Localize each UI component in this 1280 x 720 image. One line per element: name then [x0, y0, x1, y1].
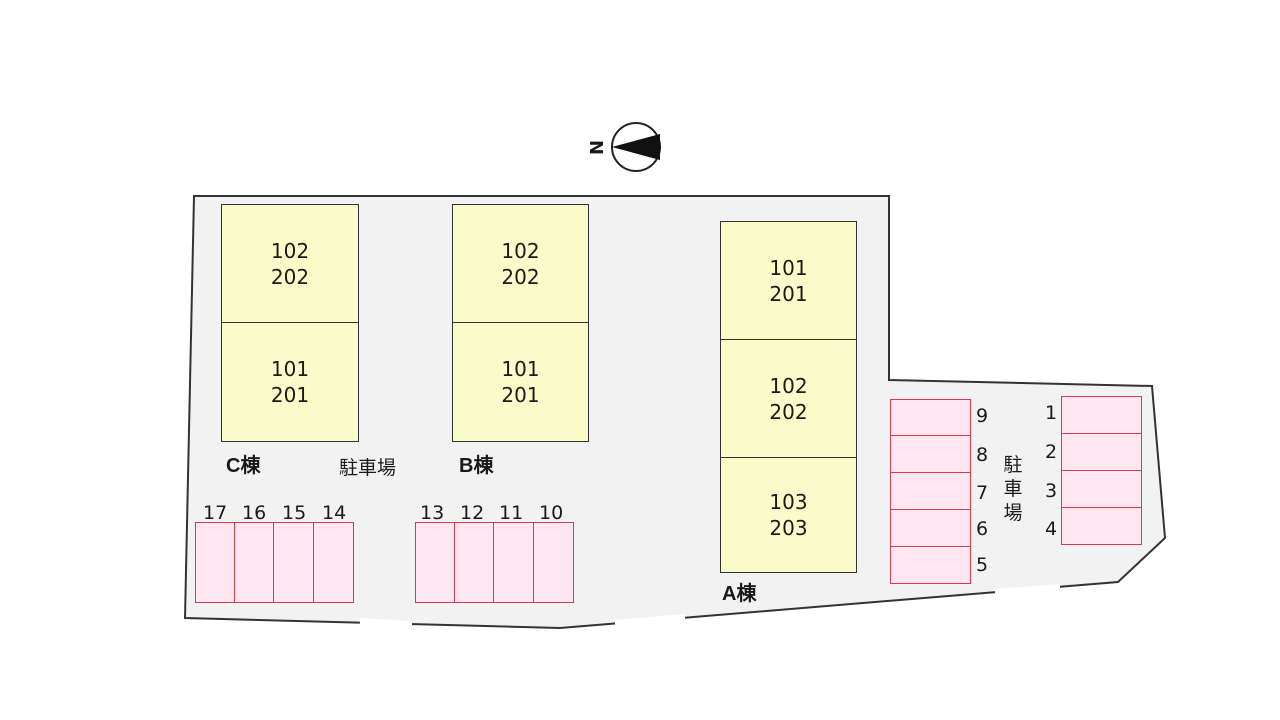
- parking-label-char: 車: [1003, 478, 1023, 500]
- stall-number: 13: [420, 502, 445, 524]
- entrance-gap: [359, 618, 413, 627]
- room-number: 201: [769, 282, 808, 306]
- compass-north-label: N: [587, 139, 609, 156]
- stall-number: 7: [976, 482, 989, 504]
- parking-stall: [493, 522, 535, 603]
- room-number: 102: [270, 239, 310, 263]
- building-c-unit-upper: 102 202: [221, 204, 359, 324]
- building-a-unit-middle: 102 202: [720, 339, 857, 459]
- building-c-label: C棟: [226, 455, 261, 477]
- parking-stall: [415, 522, 456, 603]
- parking-stall: [1061, 470, 1142, 509]
- parking-label: 駐車場: [339, 457, 397, 479]
- stall-number: 9: [976, 405, 989, 427]
- room-number: 101: [501, 357, 540, 381]
- room-number: 101: [270, 357, 310, 381]
- room-number: 202: [270, 265, 310, 289]
- parking-stall: [195, 522, 236, 603]
- parking-stall: [273, 522, 315, 603]
- parking-stall: [890, 435, 971, 474]
- stall-number: 16: [242, 502, 267, 524]
- stall-number: 1: [1045, 402, 1058, 424]
- parking-stall: [533, 522, 574, 603]
- parking-stall: [1061, 507, 1142, 545]
- room-number: 102: [769, 374, 808, 398]
- parking-label-char: 場: [1003, 502, 1023, 524]
- parking-stall: [1061, 433, 1142, 472]
- room-number: 202: [769, 400, 808, 424]
- parking-label-char: 駐: [1003, 454, 1023, 476]
- stall-number: 8: [976, 444, 989, 466]
- stall-number: 3: [1045, 480, 1058, 502]
- room-number: 103: [769, 490, 808, 514]
- parking-stall: [454, 522, 495, 603]
- entrance-gap: [994, 584, 1061, 595]
- stall-number: 15: [282, 502, 307, 524]
- room-number: 101: [769, 256, 808, 280]
- compass-icon: [611, 122, 661, 172]
- room-number: 201: [501, 383, 540, 407]
- entrance-gap: [614, 614, 686, 626]
- building-b-unit-lower: 101 201: [452, 322, 589, 442]
- stall-number: 5: [976, 554, 989, 576]
- parking-stall: [234, 522, 275, 603]
- stall-number: 11: [499, 502, 524, 524]
- room-number: 202: [501, 265, 540, 289]
- stall-number: 14: [322, 502, 347, 524]
- room-number: 203: [769, 516, 808, 540]
- stall-number: 4: [1045, 518, 1058, 540]
- building-a-unit-top: 101 201: [720, 221, 857, 341]
- stall-number: 6: [976, 518, 989, 540]
- building-a-unit-bottom: 103 203: [720, 457, 857, 573]
- stall-number: 10: [539, 502, 564, 524]
- stall-number: 2: [1045, 441, 1058, 463]
- stall-number: 17: [203, 502, 228, 524]
- parking-stall: [890, 546, 971, 584]
- parking-stall: [890, 472, 971, 511]
- room-number: 201: [270, 383, 310, 407]
- building-b-label: B棟: [459, 455, 494, 477]
- parking-stall: [313, 522, 354, 603]
- parking-label-vertical: 駐 車 場: [1002, 453, 1024, 525]
- parking-stall: [1061, 396, 1142, 435]
- room-number: 102: [501, 239, 540, 263]
- building-b-unit-upper: 102 202: [452, 204, 589, 324]
- parking-stall: [890, 399, 971, 437]
- building-c-unit-lower: 101 201: [221, 322, 359, 442]
- stall-number: 12: [460, 502, 485, 524]
- building-a-label: A棟: [722, 583, 757, 605]
- parking-stall: [890, 509, 971, 548]
